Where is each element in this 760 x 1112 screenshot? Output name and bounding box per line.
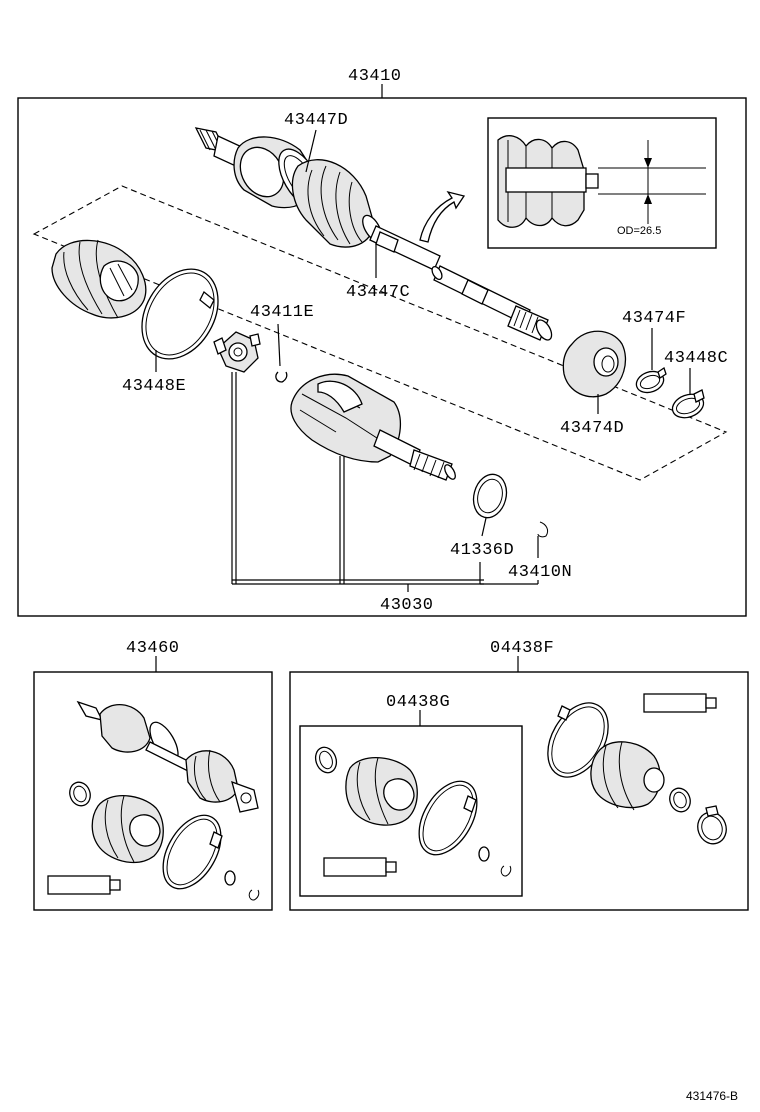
od-detail-inset: OD=26.5 (487, 117, 717, 249)
boot-kit-f-parts (547, 693, 727, 845)
label-43030[interactable]: 43030 (380, 596, 434, 615)
direction-arrow (419, 190, 466, 243)
intermediate-shaft-illustration (431, 265, 553, 341)
boot-kit-g-parts (314, 746, 512, 877)
boot-kit-g-frame: 04438G (299, 693, 523, 897)
label-43410n[interactable]: 43410N (508, 563, 572, 582)
ring-410n-illustration (537, 521, 549, 538)
reference-code: 431476-B (686, 1089, 738, 1103)
drive-shaft-outer-joint-illustration (194, 127, 441, 271)
inner-joint-group-outline (32, 185, 728, 481)
label-43410[interactable]: 43410 (348, 67, 402, 86)
label-43460[interactable]: 43460 (126, 639, 180, 658)
clamp-448c-illustration (671, 389, 705, 419)
outer-joint-kit-parts (47, 700, 260, 901)
label-43411e[interactable]: 43411E (250, 303, 314, 322)
label-43447d[interactable]: 43447D (284, 111, 348, 130)
inner-boot-illustration (51, 239, 147, 319)
inner-joint-housing-illustration (290, 373, 456, 481)
label-43448e[interactable]: 43448E (122, 377, 186, 396)
label-43448c[interactable]: 43448C (664, 349, 728, 368)
snap-ring-411e (275, 371, 288, 383)
outer-joint-kit-frame: 43460 (33, 639, 273, 911)
label-04438g[interactable]: 04438G (386, 693, 450, 712)
boot-kit-f-frame: 04438F (289, 639, 749, 911)
boot-474d-illustration (562, 330, 627, 398)
label-43447c[interactable]: 43447C (346, 283, 410, 302)
bracket-43030 (231, 372, 539, 592)
seal-336d-illustration (472, 473, 508, 519)
label-04438f[interactable]: 04438F (490, 639, 554, 658)
main-assembly-frame: 43410 (17, 67, 747, 617)
label-43474d[interactable]: 43474D (560, 419, 624, 438)
label-43474f[interactable]: 43474F (622, 309, 686, 328)
tripod-joint-illustration (213, 331, 261, 373)
label-41336d[interactable]: 41336D (450, 541, 514, 560)
boot-clamp-band-e (141, 268, 219, 360)
od-dimension-text: OD=26.5 (617, 225, 661, 237)
clamp-474f-illustration (635, 366, 667, 394)
